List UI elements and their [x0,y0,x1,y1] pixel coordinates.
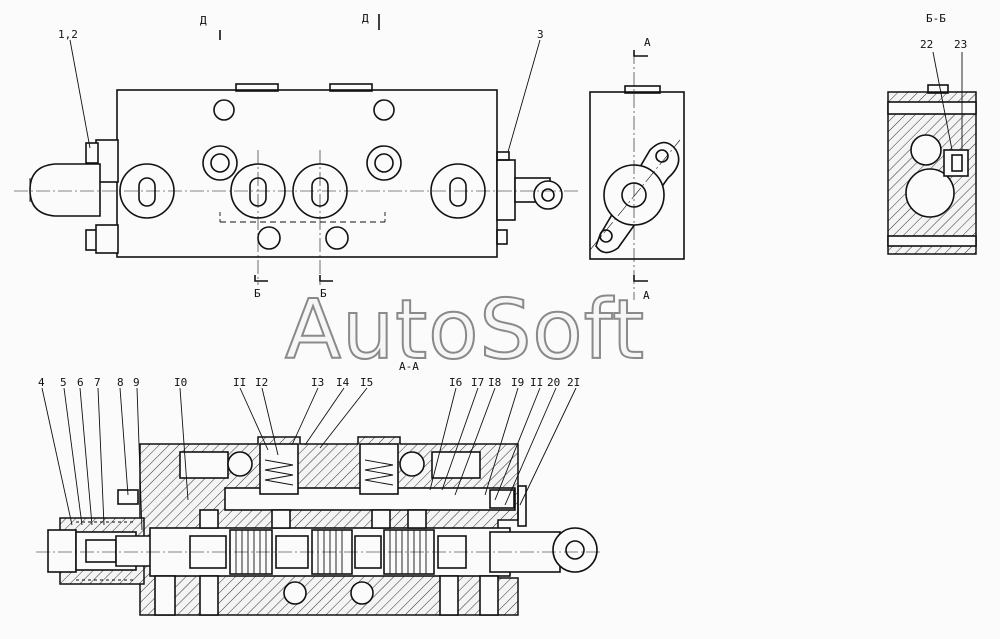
watermark-logo: AutoSoft [285,283,645,378]
front-view [14,14,580,285]
callout-leaders [41,387,577,531]
label-section-aa-title: А-А [399,360,419,373]
callout-number: I9 [511,376,524,389]
callout-number: 9 [133,376,140,389]
callout-number: 5 [60,376,67,389]
label-d1: Д [200,14,207,27]
callout-number: I7 [471,376,484,389]
label-section-b2: Б [320,287,327,300]
callout-number: I4 [336,376,350,389]
callout-number: I0 [174,376,187,389]
label-23: 23 [954,38,967,51]
label-view-a-bottom: А [643,289,650,302]
callout-number: I6 [449,376,462,389]
label-section-b1: Б [254,287,261,300]
side-view [589,50,685,300]
label-view-a-top: А [644,36,651,49]
callout-number: I2 [255,376,268,389]
section-bb [887,51,977,255]
callout-number: I5 [360,376,373,389]
label-3: 3 [537,28,544,41]
callout-number: 8 [117,376,124,389]
label-1-2: 1,2 [58,28,78,41]
callout-number: 4 [38,376,45,389]
label-22: 22 [920,38,933,51]
callout-number: 20 [547,376,560,389]
section-aa [36,387,600,616]
callout-number: 2I [567,376,580,389]
callout-number: II [530,376,543,389]
callout-numbers: 4 5 6 7 8 9 I0 II I2 I3 I4 I5 I6 I7 I8 I… [38,376,580,389]
label-d2: Д [362,12,369,25]
callout-number: 7 [94,376,101,389]
callout-number: 6 [77,376,84,389]
label-section-bb-title: Б-Б [926,12,946,25]
callout-number: I3 [311,376,324,389]
callout-number: I8 [488,376,501,389]
callout-number: II [233,376,246,389]
